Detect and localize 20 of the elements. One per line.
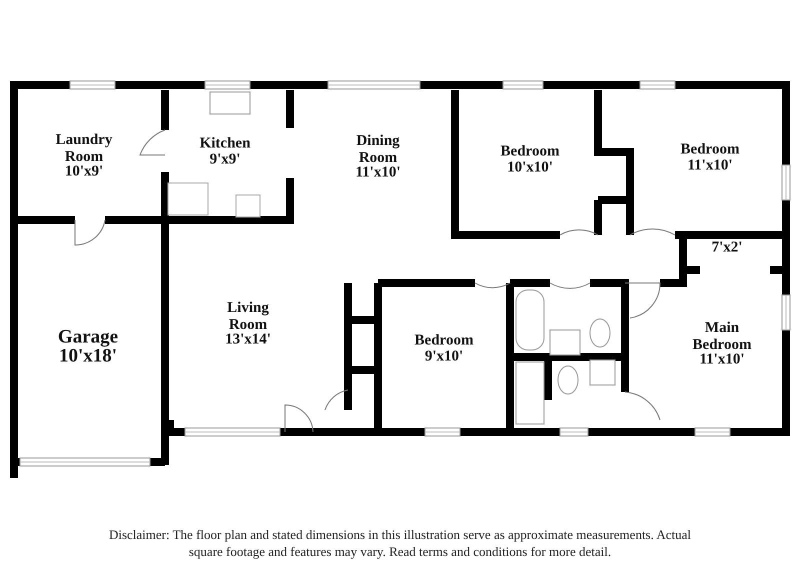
- room-dimensions: 11'x10': [700, 352, 744, 368]
- room-name: Dining Room: [355, 133, 401, 166]
- room-dimensions: 10'x10': [507, 160, 553, 176]
- room-name: Bedroom: [414, 332, 474, 350]
- room-dimensions: 13'x14': [225, 332, 271, 348]
- room-dimensions: 10'x18': [58, 346, 118, 366]
- room-name: Living Room: [226, 300, 270, 334]
- room-dimensions: 11'x10': [688, 158, 732, 174]
- room-name: Kitchen: [200, 136, 250, 152]
- room-name: Main Bedroom: [692, 320, 752, 354]
- room-dimensions: 7'x2': [712, 240, 742, 256]
- room-dimensions: 9'x10': [424, 348, 464, 366]
- room-name: Garage: [58, 326, 118, 348]
- room-name: Bedroom: [500, 144, 560, 160]
- room-name: Bedroom: [680, 142, 740, 158]
- disclaimer-text: Disclaimer: The floor plan and stated dimensions in this illustration serve as approximate measurements. Actual square footage and features may vary. Read terms and conditions for more detail.: [108, 526, 692, 560]
- room-dimensions: 9'x9': [210, 152, 240, 168]
- room-dimensions: 11'x10': [356, 164, 400, 182]
- room-dimensions: 10'x9': [64, 164, 104, 180]
- room-name: Laundry Room: [54, 132, 114, 166]
